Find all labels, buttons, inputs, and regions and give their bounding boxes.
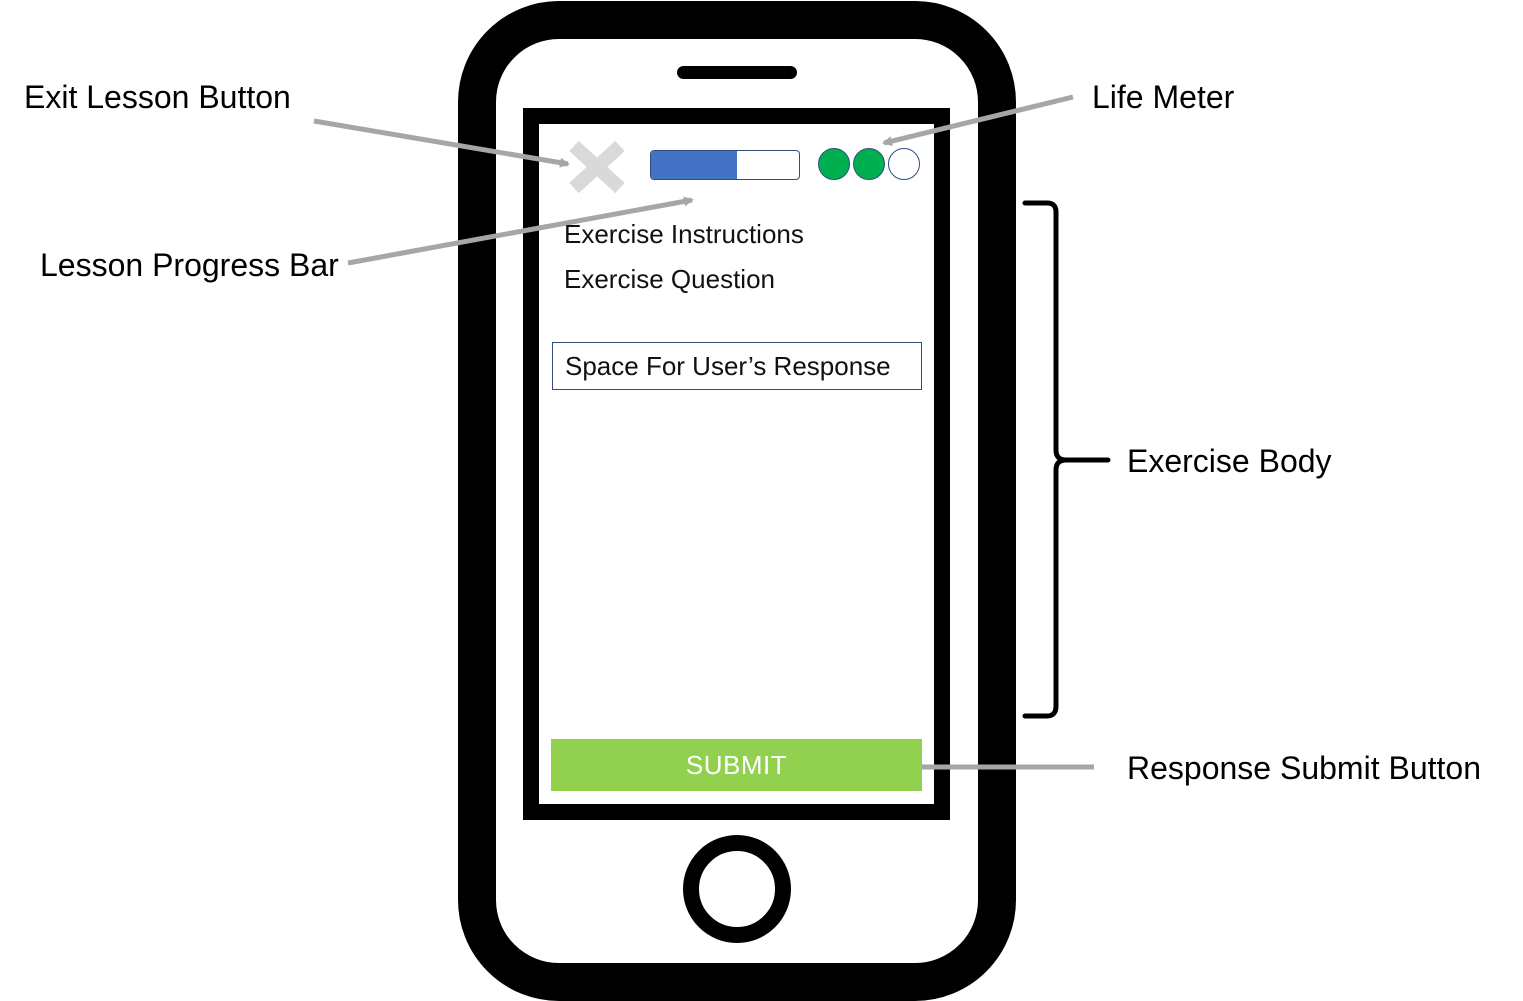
exercise-question: Exercise Question bbox=[564, 264, 775, 294]
phone-screen-bezel bbox=[523, 108, 950, 820]
callout-response-submit-button: Response Submit Button bbox=[1127, 750, 1481, 786]
callout-life-meter: Life Meter bbox=[1092, 79, 1235, 115]
phone-speaker bbox=[677, 66, 797, 79]
response-input[interactable] bbox=[552, 342, 922, 390]
callout-exit-lesson-button: Exit Lesson Button bbox=[24, 79, 291, 115]
exercise-instructions: Exercise Instructions bbox=[564, 219, 804, 249]
life-dot-empty bbox=[888, 148, 920, 180]
callout-exercise-body: Exercise Body bbox=[1127, 443, 1332, 479]
arrow-exit-lesson bbox=[313, 118, 570, 168]
arrow-life-meter bbox=[882, 94, 1074, 146]
exercise-body-bracket bbox=[1022, 200, 1111, 719]
lesson-progress-fill bbox=[651, 151, 737, 179]
arrow-progress-bar bbox=[347, 196, 694, 266]
exit-lesson-button[interactable] bbox=[564, 138, 630, 196]
callout-lesson-progress-bar: Lesson Progress Bar bbox=[40, 247, 339, 283]
phone-home-button bbox=[683, 835, 791, 943]
life-dot-filled bbox=[853, 148, 885, 180]
life-dot-filled bbox=[818, 148, 850, 180]
submit-button[interactable]: SUBMIT bbox=[551, 739, 922, 791]
close-icon bbox=[569, 140, 625, 194]
lesson-progress-bar bbox=[650, 150, 800, 180]
